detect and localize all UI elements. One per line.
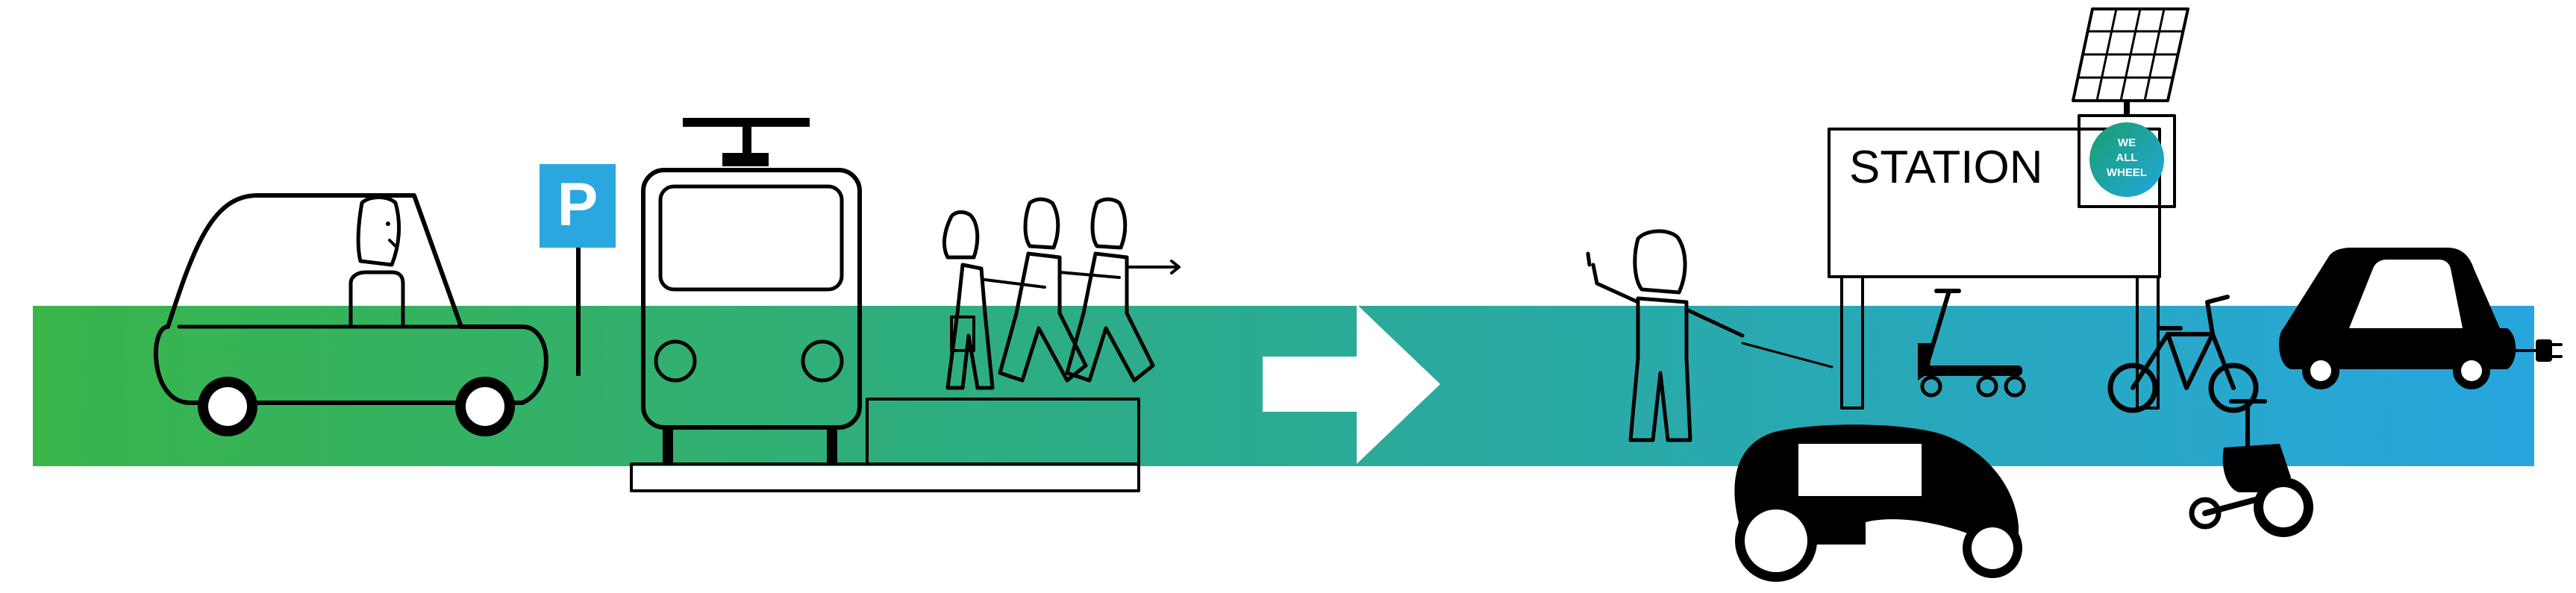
mobility-scooter-icon (2189, 399, 2313, 537)
pod-car-icon (1734, 424, 2022, 582)
electric-car-icon (2279, 248, 2563, 389)
kick-scooter-icon (1918, 289, 2026, 398)
station-sign: STATION (1828, 128, 2161, 410)
bicycle-icon (2107, 295, 2259, 413)
parking-sign-plate (540, 164, 616, 248)
parking-sign-letter: P (557, 171, 598, 239)
we-all-wheel-badge: WE ALL WHEEL (2078, 114, 2176, 208)
badge-line-1: WE (2118, 137, 2136, 149)
hitchhiking-person-icon (1586, 229, 1833, 442)
station-platform (630, 398, 1140, 492)
badge-circle (2089, 122, 2164, 197)
walking-commuters-icon (942, 197, 1181, 390)
car-with-driver-icon (153, 193, 548, 436)
badge-line-3: WHEEL (2107, 166, 2147, 179)
right-arrow-icon (1263, 304, 1440, 464)
solar-panel-icon (2072, 7, 2189, 116)
parking-sign: P (540, 164, 616, 376)
station-sign-text: STATION (1849, 142, 2042, 193)
tram-icon (641, 118, 862, 462)
badge-line-2: ALL (2116, 151, 2137, 164)
